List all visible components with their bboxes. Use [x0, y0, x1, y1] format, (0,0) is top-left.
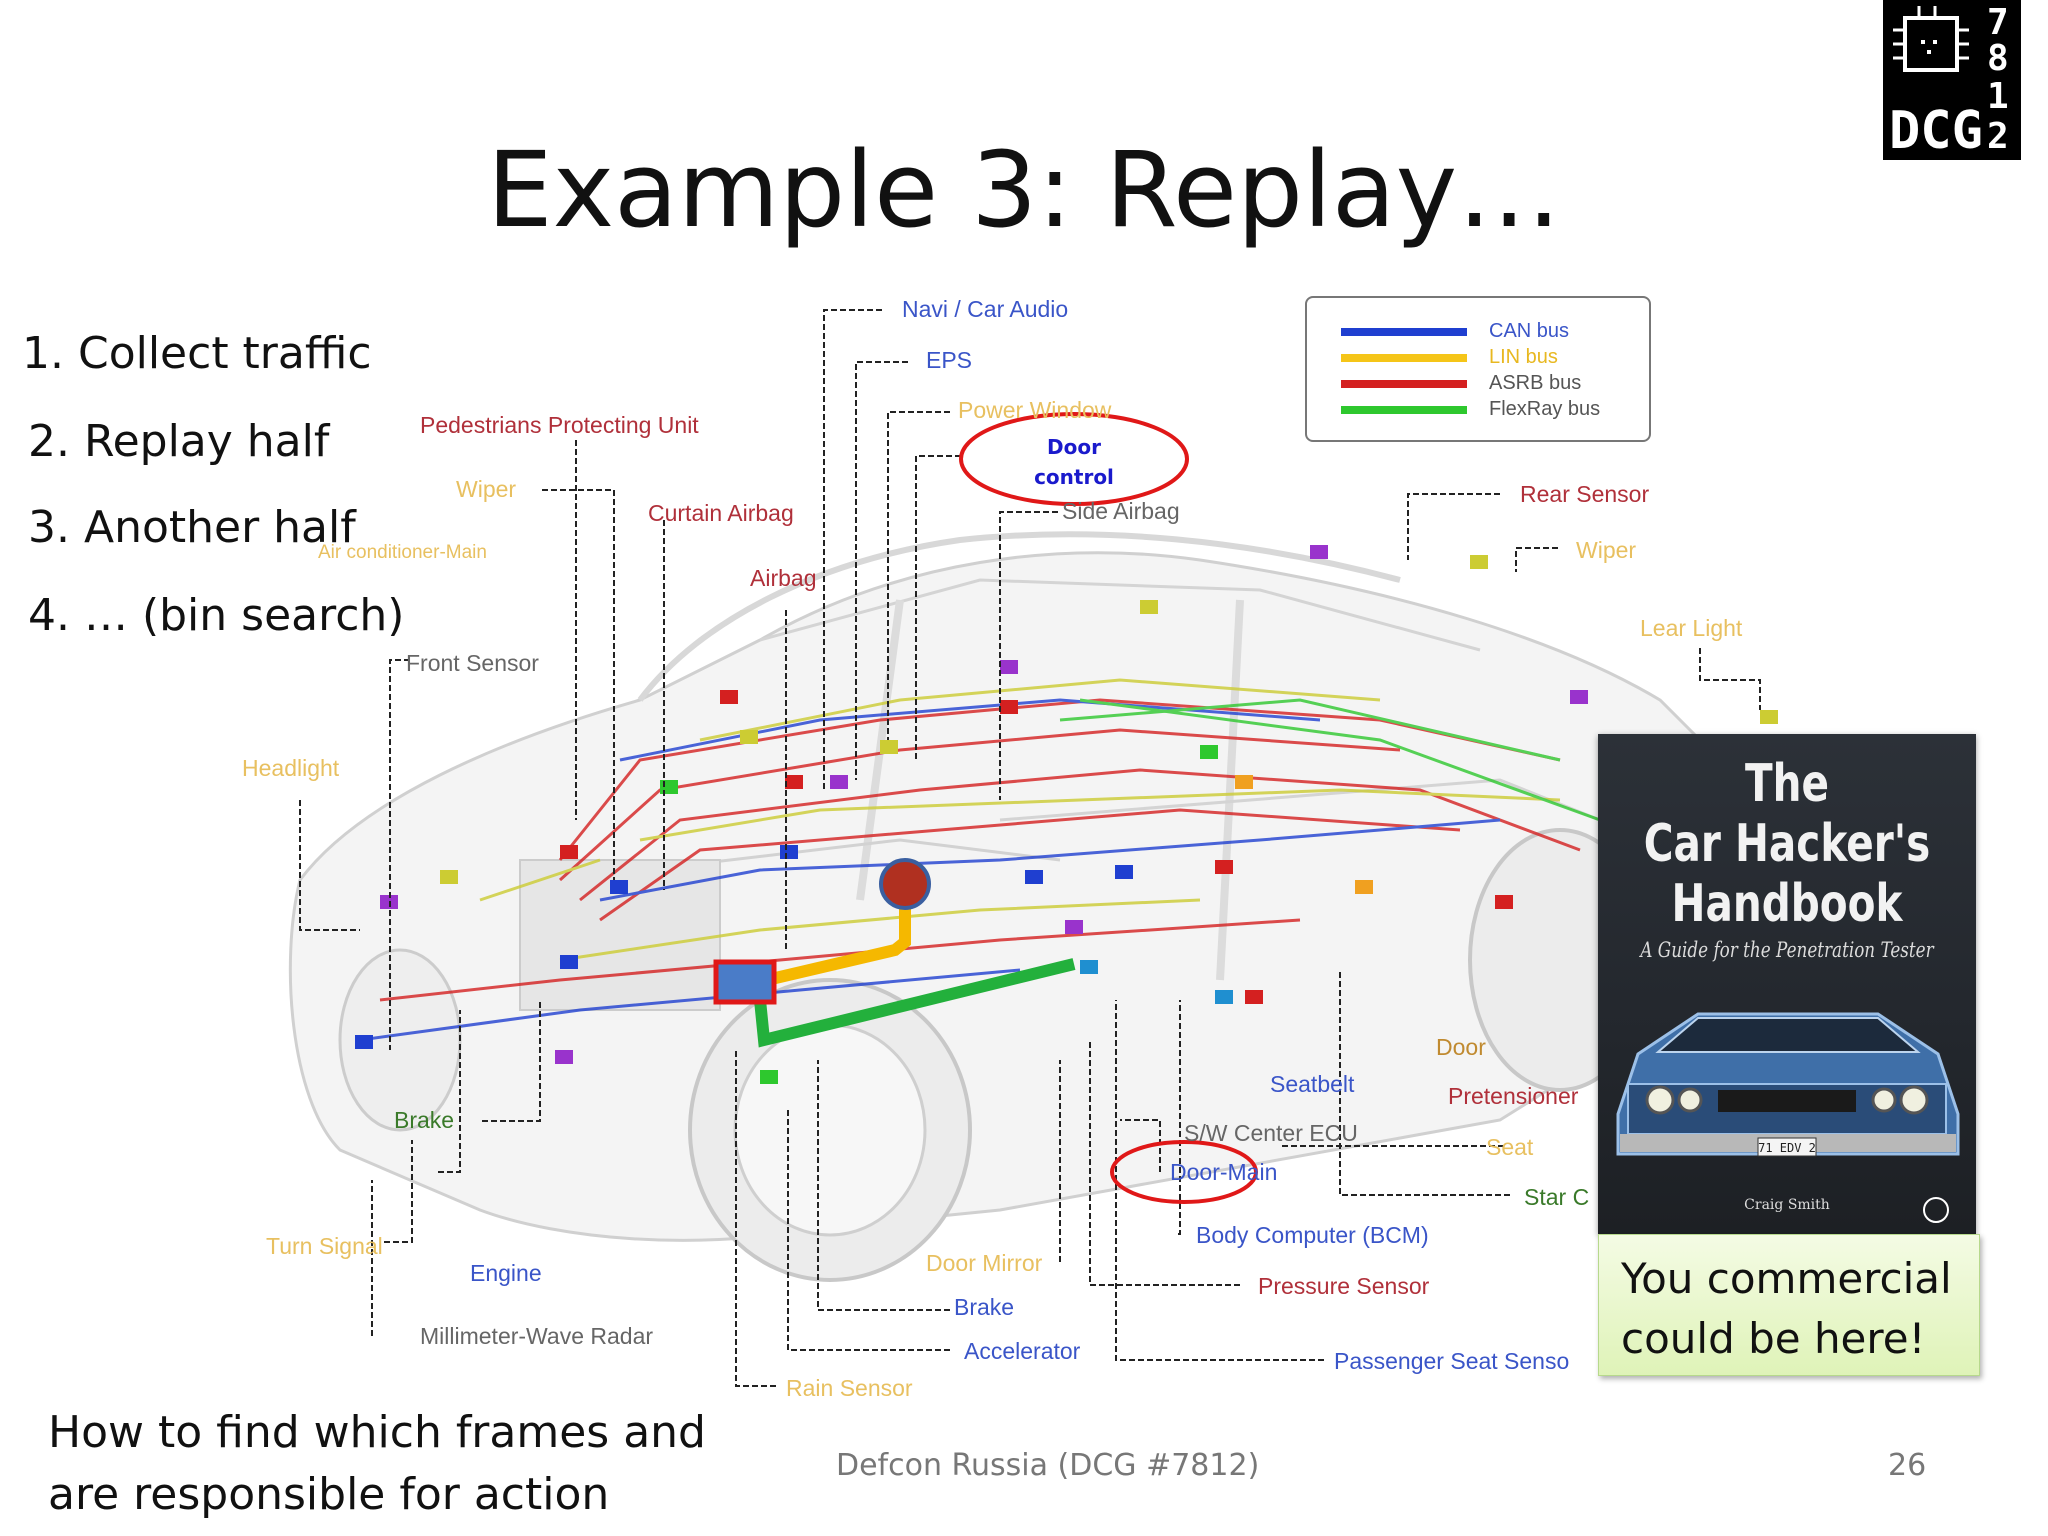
label-rain-sensor: Rain Sensor [786, 1375, 913, 1401]
question-text: How to find which frames and are respons… [48, 1407, 706, 1520]
book-author: Craig Smith [1744, 1197, 1830, 1213]
label-millimeter-wave-radar: Millimeter-Wave Radar [420, 1323, 654, 1349]
dcg-logo-digit: 7 [1987, 2, 2009, 43]
label-power-window: Power Window [958, 397, 1112, 423]
leader-lines [299, 309, 1761, 1387]
label-pressure-sensor: Pressure Sensor [1258, 1273, 1430, 1299]
book-subtitle: A Guide for the Penetration Tester [1640, 938, 1934, 962]
wheels [338, 828, 1652, 1282]
book-plate: 71 EDV 2 [1758, 1141, 1816, 1155]
step-item: 4. … (bin search) [28, 590, 405, 641]
book-title: The Car Hacker's Handbook [1640, 754, 1935, 934]
footer-text: Defcon Russia (DCG #7812) [836, 1448, 1260, 1483]
label-body-computer: Body Computer (BCM) [1196, 1222, 1429, 1248]
label-accelerator: Accelerator [964, 1338, 1081, 1364]
label-eps: EPS [926, 347, 973, 373]
label-wiper-rear: Wiper [1576, 537, 1637, 563]
label-front-sensor: Front Sensor [406, 650, 539, 676]
replay-highlight [713, 858, 1076, 1048]
book-car-illustration: 71 EDV 2 Craig Smith [1616, 1012, 1960, 1223]
page-number: 26 [1888, 1448, 1927, 1483]
legend-swatch-can [1341, 328, 1467, 336]
book-cover: The Car Hacker's Handbook A Guide for th… [1598, 734, 1976, 1234]
door-main-ellipse [1110, 1140, 1258, 1204]
dcg-logo-digit: 8 [1987, 38, 2009, 79]
label-side-airbag: Side Airbag [1062, 498, 1180, 524]
label-curtain-airbag: Curtain Airbag [648, 500, 794, 526]
label-pedestrians-protecting-unit: Pedestrians Protecting Unit [420, 412, 699, 438]
legend-label-asrb: ASRB bus [1489, 372, 1582, 394]
label-seat: Seat [1486, 1134, 1534, 1160]
wiring-bundles [359, 678, 1601, 1042]
label-passenger-seat-sensor: Passenger Seat Senso [1334, 1348, 1570, 1374]
step-item: 3. Another half [28, 502, 356, 553]
legend-swatch-asrb [1341, 380, 1467, 388]
label-lear-light: Lear Light [1640, 615, 1743, 641]
label-seatbelt: Seatbelt [1270, 1071, 1355, 1097]
dcg-logo-digit: 1 [1987, 76, 2009, 117]
dcg-logo-graphic: DCG 7 8 1 2 [1889, 2, 2009, 161]
label-navi-car-audio: Navi / Car Audio [902, 296, 1069, 322]
legend-label-flexray: FlexRay bus [1489, 398, 1601, 420]
book-title-line: The [1744, 754, 1830, 814]
label-sw-center-ecu: S/W Center ECU [1184, 1120, 1358, 1146]
legend-swatch-lin [1341, 354, 1467, 362]
ecu-modules [355, 545, 1778, 1084]
label-air-conditioner-main: Air conditioner-Main [318, 542, 487, 563]
door-control-line1: Door [1047, 435, 1101, 459]
slide-title: Example 3: Replay… [486, 129, 1562, 251]
label-door-mirror: Door Mirror [926, 1250, 1043, 1276]
door-control-label: Door control [1004, 432, 1144, 492]
door-control-ellipse [959, 412, 1189, 506]
dcg-logo-digit: 2 [1987, 116, 2009, 157]
legend-label-can: CAN bus [1489, 320, 1570, 342]
label-door-main: Door-Main [1170, 1159, 1278, 1185]
dcg-logo: DCG 7 8 1 2 [1883, 0, 2021, 161]
label-star-c: Star C [1524, 1184, 1590, 1210]
bus-legend: CAN bus LIN bus ASRB bus FlexRay bus [1305, 296, 1651, 442]
label-rear-sensor: Rear Sensor [1520, 481, 1650, 507]
legend-label-lin: LIN bus [1489, 346, 1558, 368]
label-door-right: Door [1436, 1034, 1486, 1060]
label-airbag: Airbag [750, 565, 817, 591]
step-item: 2. Replay half [28, 416, 330, 467]
label-brake-bottom: Brake [954, 1294, 1015, 1320]
door-control-line2: control [1034, 465, 1114, 489]
dcg-logo-letters: DCG [1889, 101, 1983, 160]
legend-swatch-flexray [1341, 406, 1467, 414]
ad-callout: You commercial could be here! [1598, 1234, 1980, 1376]
book-title-line: Car Hacker's [1643, 814, 1931, 874]
ad-text: You commercial could be here! [1621, 1254, 1952, 1363]
label-engine: Engine [470, 1260, 542, 1286]
label-turn-signal: Turn Signal [266, 1233, 383, 1259]
label-brake-left: Brake [394, 1107, 455, 1133]
book-title-line: Handbook [1671, 874, 1903, 934]
label-pretensioner: Pretensioner [1448, 1083, 1579, 1109]
label-headlight: Headlight [242, 755, 340, 781]
step-item: 1. Collect traffic [22, 328, 372, 379]
label-wiper-front: Wiper [456, 476, 517, 502]
